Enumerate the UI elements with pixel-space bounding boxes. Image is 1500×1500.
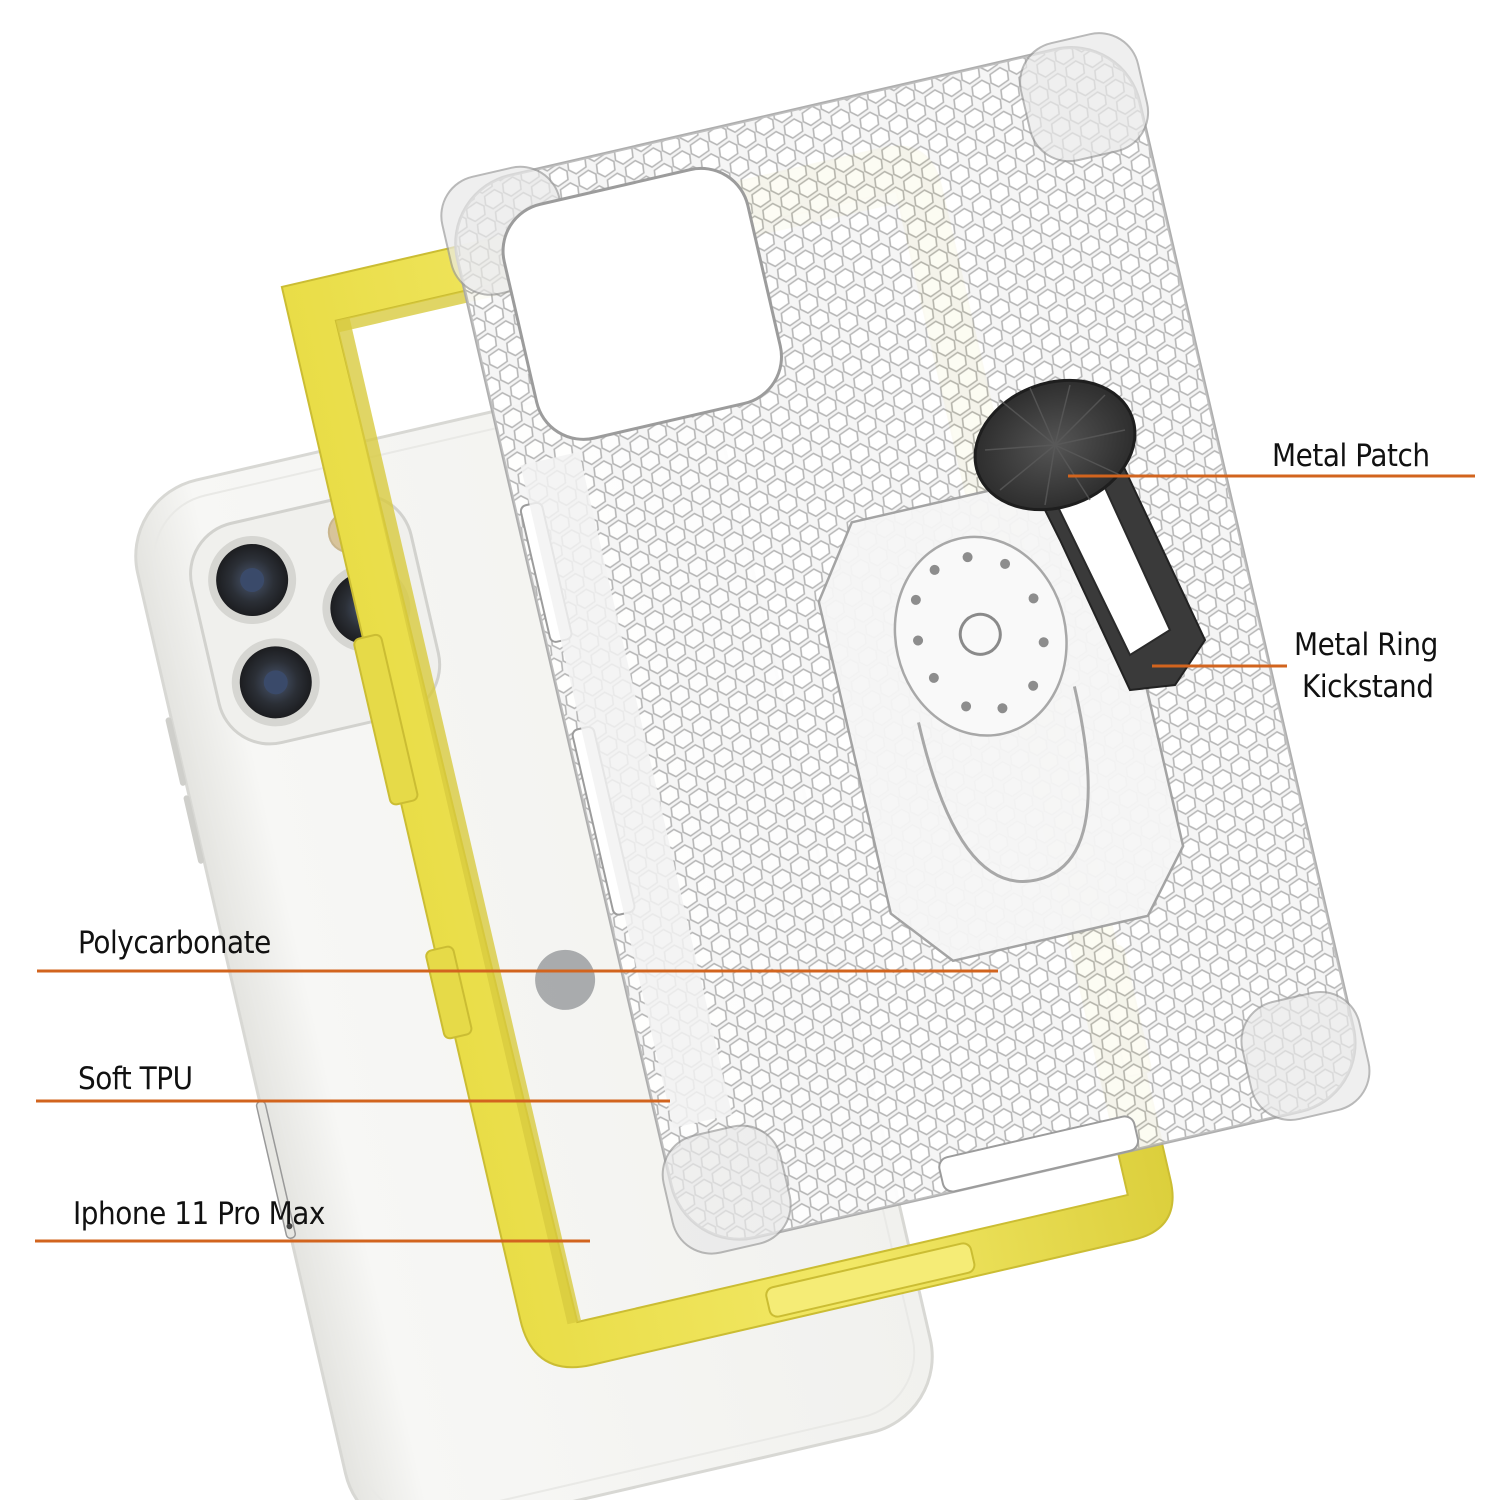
volume-button bbox=[183, 795, 204, 864]
label-metal-ring-line1: Metal Ring bbox=[1294, 627, 1438, 663]
swivel-hub-icon bbox=[958, 612, 1002, 656]
camera-lens-icon bbox=[208, 536, 297, 625]
camera-cutout bbox=[501, 166, 783, 441]
apple-logo-icon bbox=[535, 949, 596, 1010]
label-metal-patch: Metal Patch bbox=[1272, 438, 1430, 474]
label-soft-tpu: Soft TPU bbox=[78, 1061, 193, 1097]
label-polycarbonate: Polycarbonate bbox=[78, 925, 271, 961]
label-metal-ring-line2: Kickstand bbox=[1302, 669, 1434, 705]
sim-eject-hole bbox=[286, 1223, 293, 1230]
leader-lines bbox=[35, 474, 1475, 1243]
label-phone: Iphone 11 Pro Max bbox=[73, 1196, 325, 1232]
rivet-dots bbox=[910, 552, 1049, 714]
volume-button bbox=[165, 717, 186, 786]
camera-lens-icon bbox=[231, 638, 320, 727]
